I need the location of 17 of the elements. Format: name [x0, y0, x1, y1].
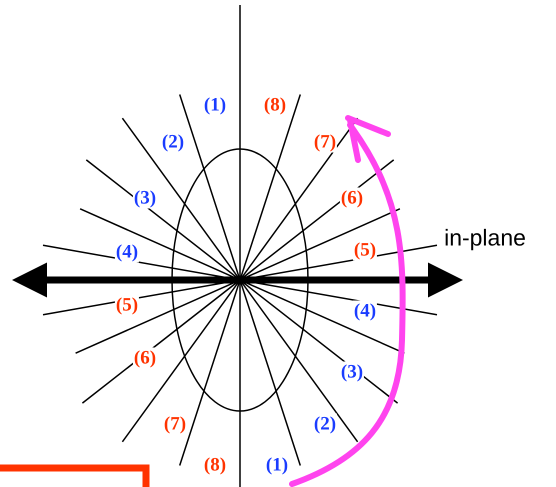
- sector-number: (2): [160, 132, 186, 152]
- sector-number: (7): [162, 414, 188, 434]
- sector-number: (4): [114, 242, 140, 262]
- sector-number: (3): [132, 188, 158, 208]
- sector-number: (2): [312, 414, 338, 434]
- sector-number: (4): [352, 300, 378, 322]
- sector-number: (1): [264, 454, 290, 476]
- sector-number: (3): [340, 362, 364, 382]
- sector-number: (7): [312, 132, 338, 152]
- sector-number: (8): [262, 94, 288, 116]
- sector-number: (8): [202, 454, 228, 476]
- sector-number: (1): [202, 94, 228, 116]
- sector-number: (5): [352, 240, 378, 260]
- axis-label: in-plane: [443, 226, 527, 250]
- sector-number: (6): [340, 188, 364, 208]
- sector-number: (5): [114, 294, 140, 316]
- sector-number: (6): [132, 348, 158, 368]
